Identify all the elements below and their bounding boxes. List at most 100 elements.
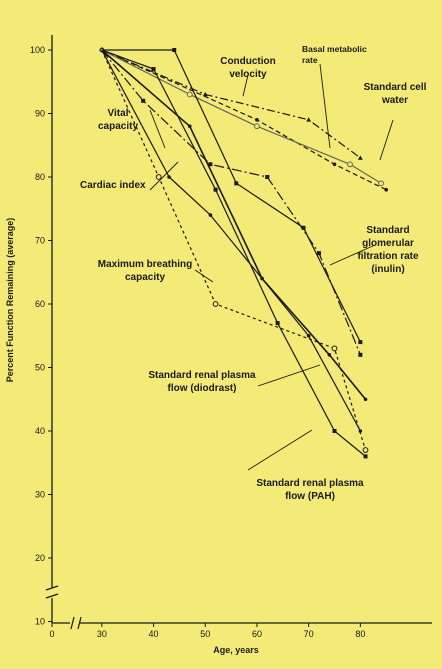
x-tick-label: 30 [97,629,107,639]
series-annotation: Conduction velocity [220,56,276,80]
data-point [316,251,321,256]
data-point [260,276,264,281]
annotation-line: capacity [98,121,138,132]
series-line [101,49,361,356]
y-tick-label: 10 [35,617,45,627]
data-point [167,175,171,179]
annotation-leader [329,244,376,266]
data-point [255,118,259,122]
data-point [357,155,363,160]
x-axis-break-mark [70,616,75,630]
data-point [306,333,311,338]
x-tick-label: 80 [355,629,365,639]
annotation-line: Standard renal plasma [256,478,364,489]
series-annotation: Cardiac index [80,180,146,191]
annotation-line: Standard cell [364,82,427,93]
annotation-line: capacity [125,272,165,283]
annotation-line: Standard renal plasma [148,370,256,381]
y-axis-break-mark [45,593,59,599]
annotation-line: glomerular [362,238,414,249]
data-point [186,91,193,98]
data-point [187,124,192,128]
annotation-line: Cardiac index [80,180,146,191]
series-annotation: Standard renal plasma flow (diodrast) [148,370,256,394]
annotation-line: water [381,95,408,106]
data-point [358,352,363,357]
data-point [212,301,219,307]
data-point [358,340,363,345]
data-point [213,187,218,192]
series-annotation: Vital capacity [98,108,138,132]
annotation-line: flow (diodrast) [168,383,237,394]
data-point [331,345,338,352]
annotation-leader [379,119,394,161]
annotation-line: filtration rate [357,251,419,262]
x-axis-title: Age, years [213,645,259,655]
y-tick-label: 50 [35,363,45,373]
x-tick-label: 40 [149,629,159,639]
series-annotation: Standard glomerular filtration rate (inulin… [357,225,419,275]
data-point [384,187,389,192]
data-point [327,353,332,357]
data-point [151,67,156,72]
y-tick-label: 90 [35,109,45,119]
data-point [155,174,162,180]
y-tick-label: 70 [35,236,45,246]
data-point [362,447,369,453]
x-axis-break-mark [77,616,82,630]
x-tick-label: 60 [252,629,262,639]
data-point [234,181,239,186]
annotation-leader [149,109,166,149]
leader-layer [149,63,394,471]
series-line [101,49,366,457]
y-tick-label: 20 [35,553,45,563]
series-layer [99,47,389,459]
data-point [363,397,368,402]
annotation-leader [319,63,331,149]
data-point [99,47,105,53]
y-axis-title: Percent Function Remaining (average) [5,218,15,383]
annotation-leader [247,429,313,471]
series-line [101,49,361,343]
annotation-line: rate [302,55,318,65]
annotation-line: Maximum breathing [98,259,192,270]
data-point [172,48,177,52]
annotation-leader [257,364,321,387]
x-tick-label: 0 [49,629,54,639]
y-tick-label: 40 [35,426,45,436]
x-tick-label: 70 [304,629,314,639]
data-point [332,162,337,167]
series-8 [99,47,368,402]
annotation-leader [242,74,249,97]
series-annotation: Standard cell water [364,82,427,106]
annotation-line: Basal metabolic [302,44,367,54]
data-point [265,175,270,179]
data-point [275,321,280,326]
annotation-line: (inulin) [371,264,404,275]
annotation-line: velocity [229,69,267,80]
data-point [202,91,208,97]
series-line [101,49,387,191]
y-tick-label: 80 [35,172,45,182]
y-tick-label: 60 [35,299,45,309]
annotation-line: Standard [366,225,409,236]
x-tick-label: 50 [200,629,210,639]
annotation-line: Vital [108,108,129,119]
y-tick-label: 100 [30,45,45,55]
series-2 [99,47,384,187]
data-point [363,454,368,459]
data-point [301,225,306,230]
annotation-line: Conduction [220,56,276,67]
data-point [378,180,384,187]
data-point [347,161,353,168]
annotation-leader [194,269,214,283]
data-point [141,98,146,103]
data-point [254,123,260,130]
data-point [332,429,337,433]
annotation-leader [149,161,179,191]
